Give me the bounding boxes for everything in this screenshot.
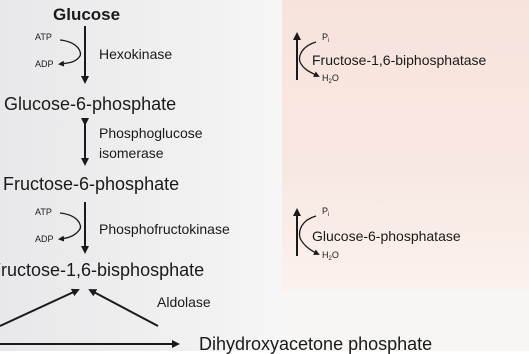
pi-label-2: Pi <box>322 206 330 219</box>
adp-label-1: ADP <box>35 59 54 69</box>
aldolase-label: Aldolase <box>157 294 211 310</box>
hexokinase-cofactor-arc <box>58 39 82 67</box>
fbpase-arc <box>298 41 320 77</box>
g6pase-label: Glucose-6-phosphatase <box>312 228 461 244</box>
atp-label-1: ATP <box>35 32 52 42</box>
glycolysis-panel <box>0 0 282 351</box>
pi-label-1: Pi <box>322 32 330 45</box>
pgi-label-line2: isomerase <box>99 145 164 161</box>
glucose-label: Glucose <box>53 5 121 24</box>
f16bp-label: Fructose-1,6-bisphosphate <box>0 260 205 280</box>
g6pase-arc <box>298 215 320 255</box>
dhap-label: Dihydroxyacetone phosphate <box>199 334 433 354</box>
hexokinase-label: Hexokinase <box>99 46 173 62</box>
adp-label-2: ADP <box>35 234 54 244</box>
water-label-2: H2O <box>322 250 339 263</box>
atp-label-2: ATP <box>35 207 52 217</box>
aldolase-arrow-left <box>0 288 80 327</box>
pgi-label-line1: Phosphoglucose <box>99 125 203 141</box>
pfk-cofactor-arc <box>58 212 82 242</box>
g6p-label: Glucose-6-phosphate <box>4 94 177 114</box>
lower-right-background <box>282 290 529 351</box>
fbpase-label: Fructose-1,6-biphosphatase <box>312 52 487 68</box>
aldolase-arrow-right <box>88 289 159 327</box>
f6p-label: Fructose-6-phosphate <box>3 174 180 194</box>
gluconeogenesis-panel <box>282 0 529 290</box>
pfk-label: Phosphofructokinase <box>99 221 230 237</box>
water-label-1: H2O <box>322 73 339 86</box>
